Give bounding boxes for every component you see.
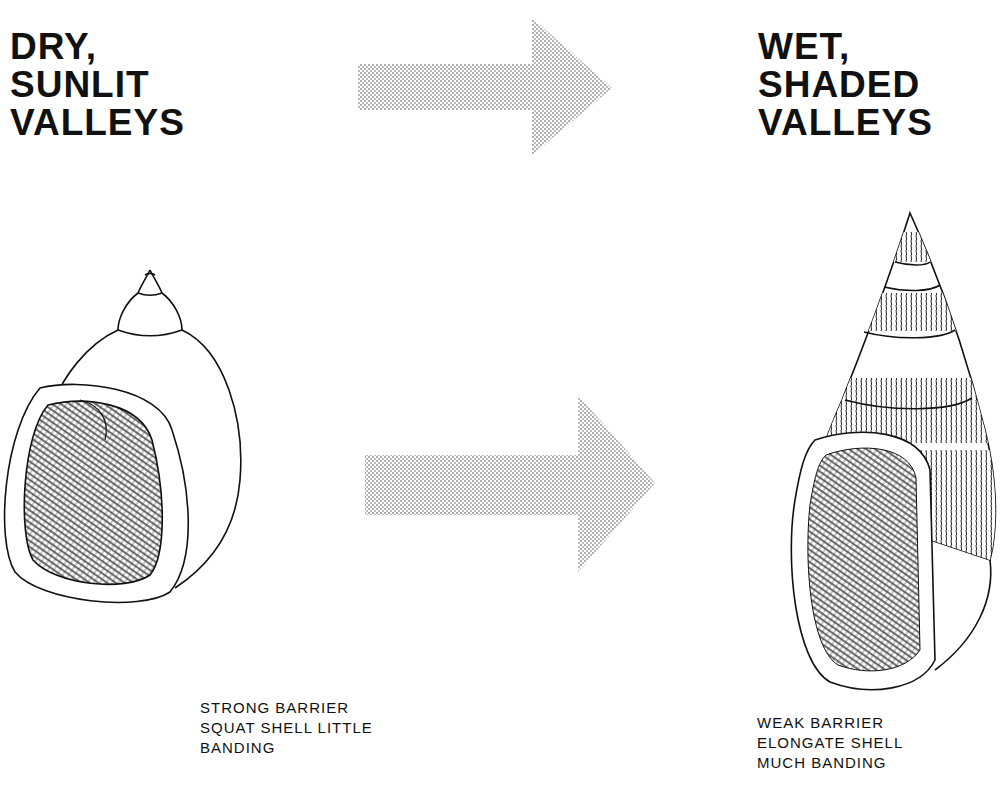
- stippled-arrow: [358, 18, 612, 155]
- trait-caption: WEAK BARRIER ELONGATE SHELL MUCH BANDING: [757, 713, 932, 773]
- trait-caption: STRONG BARRIER SQUAT SHELL LITTLE BANDIN…: [200, 698, 375, 758]
- column-heading: WET, SHADED VALLEYS: [758, 28, 933, 142]
- elongate-shell: [791, 213, 1000, 690]
- squat-shell: [5, 270, 241, 602]
- column-heading: DRY, SUNLIT VALLEYS: [10, 28, 185, 142]
- stippled-arrow: [365, 395, 655, 572]
